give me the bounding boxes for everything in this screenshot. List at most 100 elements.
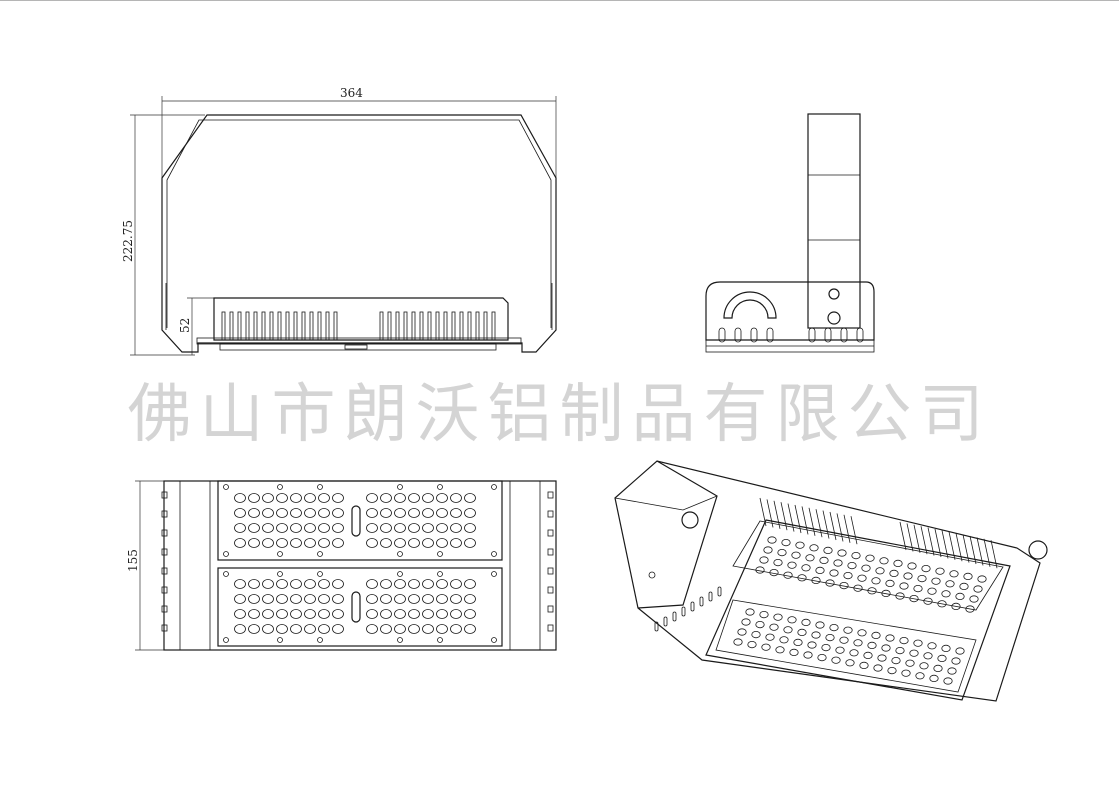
side-slot — [766, 327, 774, 343]
heatsink-fins-left — [221, 311, 338, 341]
iso-end-plate — [637, 460, 718, 609]
iso-lens — [941, 590, 951, 598]
side-slot — [824, 327, 832, 343]
heatsink-fin — [285, 311, 290, 341]
iso-lens — [913, 584, 923, 593]
side-slot — [808, 327, 816, 343]
lens — [332, 609, 344, 619]
iso-fin — [927, 527, 935, 556]
iso-heatsink-fins — [759, 497, 998, 569]
iso-lens — [781, 538, 791, 547]
lens — [234, 538, 246, 548]
lens — [234, 493, 246, 503]
lens — [234, 594, 246, 604]
lens — [332, 594, 344, 604]
lens — [436, 523, 448, 533]
lens — [436, 624, 448, 634]
lens-array — [223, 484, 497, 643]
mount-hole — [277, 571, 283, 577]
lens — [422, 579, 434, 589]
side-slot — [750, 327, 758, 343]
lens — [304, 624, 316, 634]
iso-lens — [811, 576, 821, 585]
iso-lens — [805, 554, 815, 562]
lens — [332, 624, 344, 634]
lens — [408, 493, 420, 503]
heatsink-fin — [301, 311, 306, 341]
iso-lens — [797, 574, 807, 582]
iso-lens — [815, 621, 825, 629]
end-mark — [547, 567, 554, 575]
lens — [304, 508, 316, 518]
iso-lens — [885, 579, 895, 588]
iso-fin — [983, 538, 991, 567]
iso-lens — [795, 541, 805, 549]
iso-lens — [885, 634, 895, 642]
iso-lens — [907, 562, 917, 570]
mount-hole — [223, 484, 229, 490]
iso-lens — [893, 559, 903, 568]
iso-lens — [801, 618, 811, 627]
lens — [248, 523, 260, 533]
heatsink-fin — [443, 311, 448, 341]
iso-lens — [783, 626, 793, 634]
iso-lens — [863, 651, 873, 660]
mount-hole — [223, 571, 229, 577]
iso-lens-array — [733, 536, 987, 685]
iso-lens — [895, 592, 905, 600]
iso-slot — [681, 606, 686, 617]
heatsink-fin — [483, 311, 488, 341]
lens — [304, 538, 316, 548]
heatsink-fin — [229, 311, 234, 341]
iso-lens — [755, 566, 765, 574]
led-module-bottom — [217, 567, 503, 647]
mount-hole — [397, 551, 403, 557]
end-mark — [161, 548, 168, 556]
iso-lens — [767, 536, 777, 544]
heatsink-fin — [309, 311, 314, 341]
iso-lens — [801, 564, 811, 572]
top-border — [0, 0, 1119, 1]
lens — [380, 579, 392, 589]
lens — [450, 508, 462, 518]
mount-hole — [277, 484, 283, 490]
lens — [436, 579, 448, 589]
iso-slot — [699, 596, 704, 607]
iso-module-2 — [715, 599, 977, 693]
iso-lens — [867, 641, 877, 650]
heatsink-fin — [451, 311, 456, 341]
side-slots — [718, 327, 864, 343]
iso-lens — [887, 666, 897, 675]
iso-fin — [913, 524, 921, 553]
iso-lens — [829, 623, 839, 632]
iso-slot — [717, 586, 722, 597]
iso-slot — [672, 611, 677, 622]
lens — [248, 538, 260, 548]
lens — [394, 508, 406, 518]
heatsink-fin — [333, 311, 338, 341]
lens — [408, 538, 420, 548]
lens — [276, 508, 288, 518]
lens — [234, 579, 246, 589]
lens — [318, 594, 330, 604]
iso-lens — [945, 580, 955, 588]
lens — [380, 538, 392, 548]
iso-lens — [905, 659, 915, 667]
dim-text-height: 222.75 — [121, 220, 135, 262]
iso-lens — [825, 633, 835, 642]
iso-lens — [909, 649, 919, 657]
iso-lens — [933, 664, 943, 673]
iso-lens — [955, 592, 965, 601]
lens — [450, 493, 462, 503]
iso-lens — [935, 567, 945, 575]
iso-lens — [811, 631, 821, 639]
iso-lens — [857, 574, 867, 582]
iso-lens — [839, 636, 849, 644]
iso-lens — [873, 664, 883, 672]
iso-pivot-right — [1028, 540, 1048, 560]
lens — [366, 579, 378, 589]
iso-lens — [909, 594, 919, 603]
iso-lens — [951, 602, 961, 611]
lens — [262, 508, 274, 518]
